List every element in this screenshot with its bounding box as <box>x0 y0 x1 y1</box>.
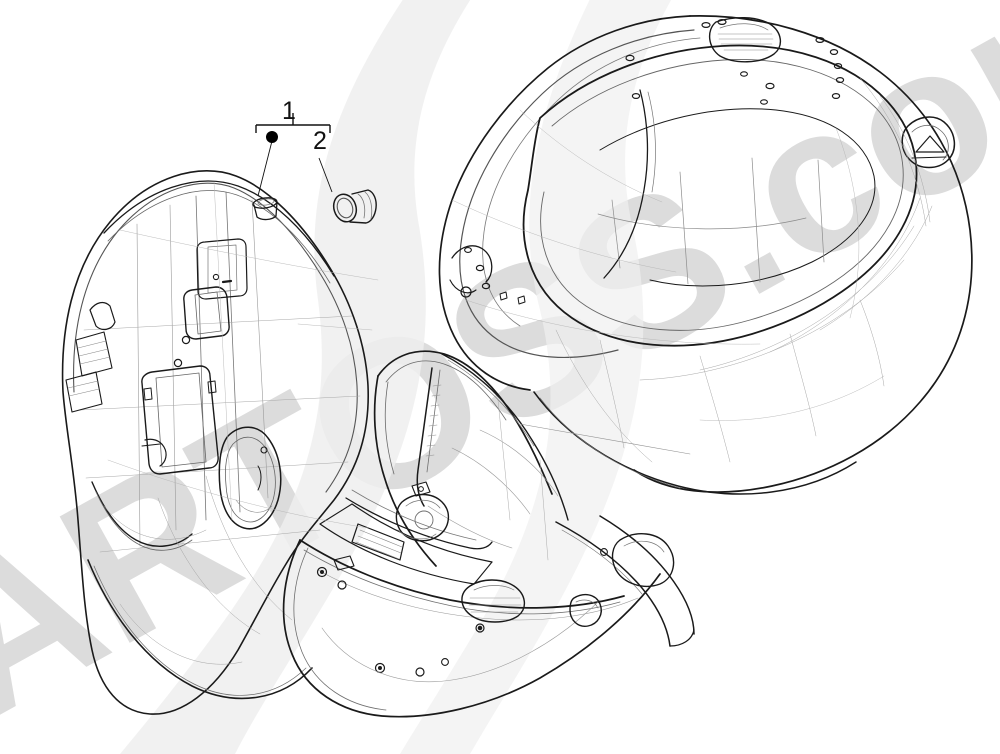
part-helmet-compartment <box>438 15 973 495</box>
callout-bracket <box>255 113 331 133</box>
callout-1-leader <box>257 140 273 197</box>
callout-number-1[interactable]: 1 <box>282 97 296 125</box>
part-grommet <box>332 189 377 224</box>
callout-number-2[interactable]: 2 <box>313 127 327 155</box>
construction-lines <box>107 109 885 529</box>
part-floorboard <box>282 350 695 718</box>
callout-1-marker-dot <box>266 131 278 143</box>
part-tube-stub <box>252 197 278 221</box>
callout-2-leader <box>318 157 333 193</box>
part-front-shield <box>61 170 370 715</box>
